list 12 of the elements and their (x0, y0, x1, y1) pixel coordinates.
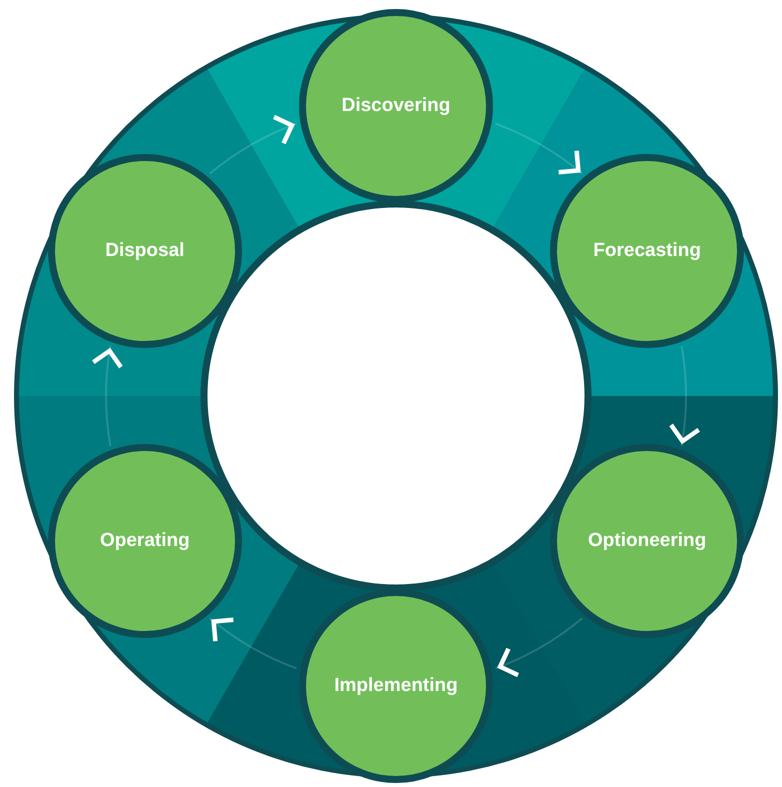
stage-label: Discovering (342, 95, 450, 117)
chevron-arrow (209, 115, 297, 174)
stage-label: Implementing (334, 675, 458, 697)
stage-label: Operating (100, 530, 190, 552)
stage-label: Optioneering (588, 530, 706, 552)
chevron-arrow (495, 122, 583, 175)
chevron-arrow (91, 346, 124, 446)
chevron-arrow (495, 618, 583, 677)
chevron-arrow (209, 617, 297, 670)
stage-label: Forecasting (593, 240, 701, 262)
stage-label: Disposal (105, 240, 184, 262)
chevron-arrow (668, 346, 701, 446)
